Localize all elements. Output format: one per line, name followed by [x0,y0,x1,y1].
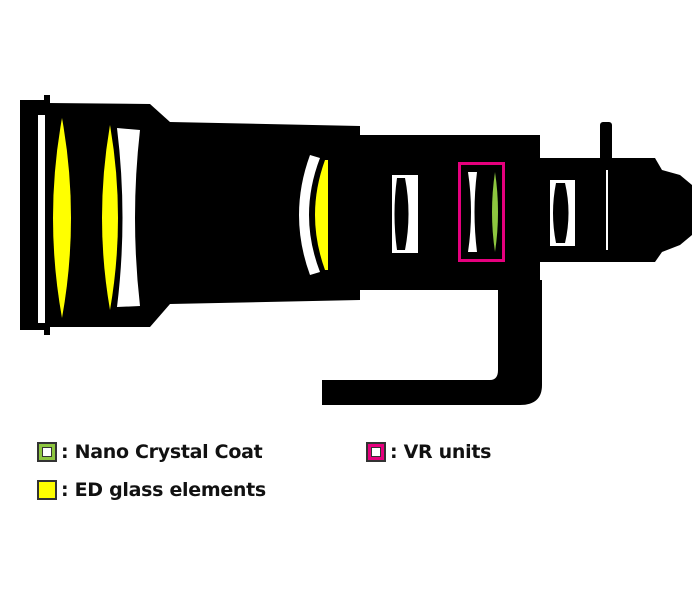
ed-element-1 [53,118,71,318]
meniscus-element [117,128,140,307]
nano-crystal-element [492,172,498,252]
rear-filter [606,170,608,250]
lens-group-6 [550,180,575,246]
ed-glass-swatch [37,480,57,500]
legend-ed-glass: : ED glass elements [37,478,266,502]
vr-unit-box [458,162,505,262]
legend-label: : ED glass elements [61,479,266,501]
vr-element-white [468,172,477,252]
vr-units-swatch [366,442,386,462]
ed-element-3 [315,160,328,270]
legend-label: : Nano Crystal Coat [61,441,263,463]
ed-element-3-white [299,155,320,275]
ed-element-2 [102,125,118,310]
lens-group-4 [392,175,418,253]
front-protective-glass [38,115,45,323]
legend-label: : VR units [390,441,492,463]
lens-elements [38,115,608,323]
legend-vr-units: : VR units [366,440,491,464]
legend-nano-crystal-coat: : Nano Crystal Coat [37,440,263,464]
nano-crystal-swatch [37,442,57,462]
